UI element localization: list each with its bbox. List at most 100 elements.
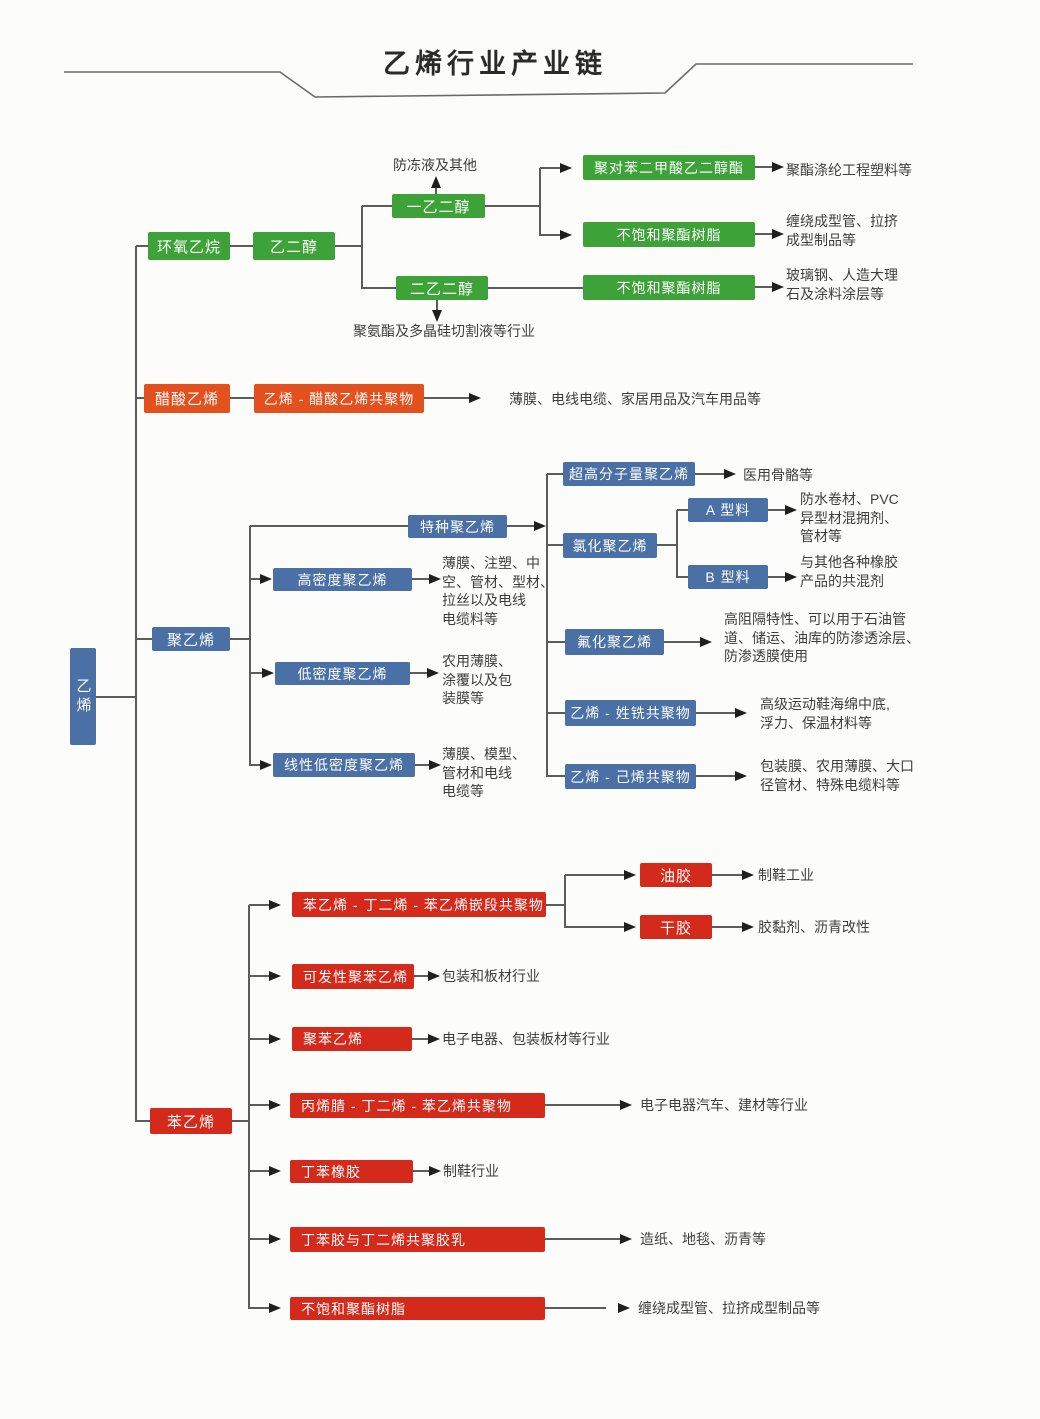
connector-line <box>664 641 700 643</box>
arrow-head-icon <box>772 162 784 172</box>
arrow-head-icon <box>432 310 442 322</box>
node-upr-2: 不饱和聚酯树脂 <box>583 275 755 300</box>
node-cpe-type-a: A 型料 <box>688 498 768 522</box>
annotation-polyester-fiber: 聚酯涤纶工程塑料等 <box>786 162 912 178</box>
node-polyethylene: 聚乙烯 <box>152 627 230 651</box>
annotation-paper-carpet: 造纸、地毯、沥青等 <box>640 1231 766 1247</box>
connector-line <box>676 510 678 578</box>
annotation-medical-bone: 医用骨骼等 <box>743 467 813 483</box>
connector-line <box>712 926 742 928</box>
arrow-head-icon <box>428 971 440 981</box>
annotation-polyurethane-silicon: 聚氨酯及多晶硅切割液等行业 <box>353 323 535 339</box>
connector-line <box>362 287 396 289</box>
connector-line <box>546 904 565 906</box>
annotation-film-wire-home: 薄膜、电线电缆、家居用品及汽车用品等 <box>509 391 761 407</box>
arrow-head-icon <box>269 971 281 981</box>
connector-line <box>249 1238 269 1240</box>
arrow-head-icon <box>262 668 274 678</box>
connector-line <box>547 712 565 714</box>
annotation-shoe-industry-1: 制鞋工业 <box>758 867 814 883</box>
connector-line <box>136 1120 150 1122</box>
connector-line <box>136 397 144 399</box>
node-ethylene-octene-copolymer: 乙烯 - 姓铣共聚物 <box>565 700 696 726</box>
node-sbs-block-copolymer: 苯乙烯 - 丁二烯 - 苯乙烯嵌段共聚物 <box>292 892 546 917</box>
node-ethylene: 乙烯 <box>70 648 96 745</box>
arrow-head-icon <box>260 574 272 584</box>
node-deg: 二乙二醇 <box>396 276 488 300</box>
connector-line <box>230 397 254 399</box>
connector-line <box>695 473 724 475</box>
arrow-head-icon <box>260 760 272 770</box>
connector-line <box>249 1307 269 1309</box>
node-cpe: 氯化聚乙烯 <box>563 533 657 558</box>
node-sbr: 丁苯橡胶 <box>290 1160 413 1183</box>
connector-line <box>539 168 541 236</box>
connector-line <box>250 764 262 766</box>
node-eva-copolymer: 乙烯 - 醋酸乙烯共聚物 <box>254 384 424 413</box>
connector-line <box>755 166 772 168</box>
node-ethylene-oxide: 环氧乙烷 <box>148 232 230 260</box>
arrow-head-icon <box>624 922 636 932</box>
node-vinyl-acetate: 醋酸乙烯 <box>144 384 230 413</box>
node-upr-1: 不饱和聚酯树脂 <box>583 222 755 247</box>
arrow-head-icon <box>624 870 636 880</box>
node-ps: 聚苯乙烯 <box>292 1027 412 1051</box>
connector-line <box>565 874 624 876</box>
node-hdpe: 高密度聚乙烯 <box>273 568 412 591</box>
annotation-hdpe-uses: 薄膜、注塑、中 空、管材、型材、 拉丝以及电线 电缆料等 <box>442 555 554 627</box>
annotation-lldpe-uses: 薄膜、模型、 管材和电线 电缆等 <box>442 746 526 799</box>
connector-line <box>547 473 563 475</box>
connector-line <box>488 287 583 289</box>
connector-line <box>677 509 688 511</box>
connector-line <box>249 1170 269 1172</box>
annotation-winding-pipe-1: 缠绕成型管、拉挤 成型制品等 <box>786 213 898 248</box>
connector-line <box>424 397 469 399</box>
node-specialty-pe: 特种聚乙烯 <box>408 515 507 538</box>
arrow-head-icon <box>534 521 546 531</box>
connector-line <box>250 578 262 580</box>
connector-line <box>565 926 624 928</box>
connector-line <box>545 1104 620 1106</box>
connector-line <box>412 578 429 580</box>
arrow-head-icon <box>785 572 797 582</box>
connector-line <box>657 544 677 546</box>
arrow-head-icon <box>772 282 784 292</box>
annotation-barrier-uses: 高阻隔特性、可以用于石油管 道、储运、油库的防渗透涂层、 防渗透膜使用 <box>724 611 920 664</box>
annotation-winding-pipe-2: 缠绕成型管、拉挤成型制品等 <box>638 1300 820 1316</box>
node-ethylene-hexene-copolymer: 乙烯 - 己烯共聚物 <box>565 764 696 789</box>
arrow-head-icon <box>618 1303 630 1313</box>
node-ethylene-glycol: 乙二醇 <box>253 232 335 260</box>
connector-line <box>755 286 772 288</box>
arrow-head-icon <box>431 176 441 188</box>
node-lldpe: 线性低密度聚乙烯 <box>273 753 415 777</box>
annotation-rubber-blend: 与其他各种橡胶 产品的共混剂 <box>800 554 898 589</box>
node-upr-3: 不饱和聚酯树脂 <box>290 1297 545 1320</box>
connector-line <box>435 187 437 195</box>
connector-line <box>410 672 427 674</box>
connector-line <box>677 576 688 578</box>
connector-line <box>412 1038 428 1040</box>
connector-line <box>768 509 785 511</box>
connector-line <box>136 638 152 640</box>
connector-line <box>540 234 560 236</box>
arrow-head-icon <box>735 771 747 781</box>
annotation-frp-marble: 玻璃钢、人造大理 石及涂料涂层等 <box>786 267 898 302</box>
node-abs: 丙烯腈 - 丁二烯 - 苯乙烯共聚物 <box>290 1093 545 1118</box>
arrow-head-icon <box>269 1234 281 1244</box>
arrow-head-icon <box>742 870 754 880</box>
arrow-head-icon <box>469 393 481 403</box>
connector-line <box>696 775 735 777</box>
header-border-line <box>64 63 913 98</box>
annotation-electronics-auto: 电子电器汽车、建材等行业 <box>640 1097 808 1113</box>
connector-line <box>230 638 250 640</box>
annotation-antifreeze: 防冻液及其他 <box>393 157 477 173</box>
annotation-adhesive-asphalt: 胶黏剂、沥青改性 <box>758 919 870 935</box>
node-dry-rubber: 干胶 <box>640 915 712 939</box>
connector-line <box>135 246 137 1122</box>
connector-line <box>696 712 735 714</box>
node-ldpe: 低密度聚乙烯 <box>275 662 410 685</box>
connector-line <box>485 205 540 207</box>
annotation-ldpe-uses: 农用薄膜、 涂覆以及包 装膜等 <box>442 653 512 706</box>
connector-line <box>755 233 772 235</box>
connector-line <box>415 764 429 766</box>
